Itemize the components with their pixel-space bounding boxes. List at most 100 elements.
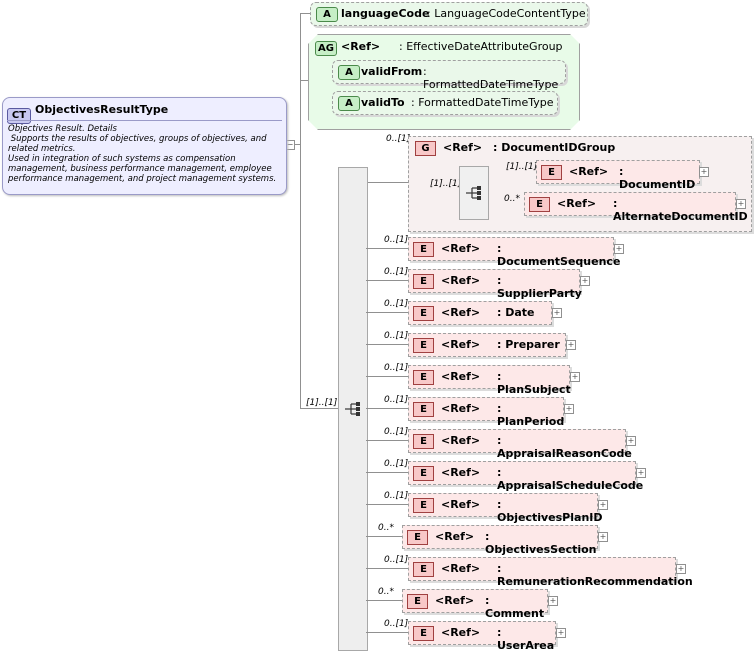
element-icon: E bbox=[407, 530, 428, 545]
choice-cardinality: [1]..[1] bbox=[430, 179, 462, 189]
attribute-icon: A bbox=[316, 7, 338, 22]
attribute-validfrom[interactable]: A validFrom : FormattedDateTimeType bbox=[332, 60, 566, 91]
doc-line: Supports the results of objectives, grou… bbox=[8, 134, 270, 154]
element-cardinality: 0..[1] bbox=[384, 395, 409, 405]
element-documentsequence[interactable]: E<Ref>: DocumentSequence bbox=[408, 237, 620, 268]
element-name: : AppraisalReasonCode bbox=[497, 434, 632, 460]
element-documentid[interactable]: E <Ref> : DocumentID bbox=[536, 160, 700, 191]
element-ref: <Ref> bbox=[441, 626, 481, 639]
connector-line bbox=[366, 376, 408, 377]
attribute-name: validTo bbox=[361, 96, 405, 109]
complex-type-documentation: Objectives Result. Details Supports the … bbox=[8, 124, 284, 184]
element-ref: <Ref> bbox=[441, 370, 481, 383]
expand-plus-icon[interactable]: + bbox=[548, 596, 558, 606]
expand-plus-icon[interactable]: + bbox=[552, 308, 562, 318]
connector-line bbox=[366, 632, 408, 633]
expand-plus-icon[interactable]: + bbox=[626, 436, 636, 446]
expand-plus-icon[interactable]: + bbox=[699, 167, 709, 177]
element-icon: E bbox=[413, 562, 434, 577]
complex-type-box[interactable]: CT ObjectivesResultType Objectives Resul… bbox=[2, 97, 287, 195]
element-name: : Date bbox=[497, 306, 535, 319]
element-ref: <Ref> bbox=[441, 562, 481, 575]
expand-plus-icon[interactable]: + bbox=[580, 276, 590, 286]
expand-plus-icon[interactable]: + bbox=[636, 468, 646, 478]
choice-compositor[interactable] bbox=[459, 166, 489, 220]
connector-line bbox=[366, 536, 402, 537]
element-cardinality: 0..[1] bbox=[384, 619, 409, 629]
attribute-icon: A bbox=[338, 65, 360, 80]
element-ref: <Ref> bbox=[441, 242, 481, 255]
element-appraisalreasoncode[interactable]: E<Ref>: AppraisalReasonCode bbox=[408, 429, 632, 460]
element-icon: E bbox=[413, 306, 434, 321]
element-name: : ObjectivesSection bbox=[485, 530, 597, 556]
element-ref: <Ref> bbox=[435, 594, 475, 607]
attribute-languagecode[interactable]: A languageCode : LanguageCodeContentType bbox=[310, 2, 588, 26]
element-preparer[interactable]: E<Ref>: Preparer bbox=[408, 333, 566, 357]
connector-line bbox=[366, 472, 408, 473]
element-alternatedocumentid[interactable]: E <Ref> : AlternateDocumentID bbox=[524, 192, 748, 223]
element-cardinality: 0..[1] bbox=[384, 459, 409, 469]
element-cardinality: 0..[1] bbox=[384, 491, 409, 501]
element-planperiod[interactable]: E<Ref>: PlanPeriod bbox=[408, 397, 564, 428]
element-name: : AlternateDocumentID bbox=[613, 197, 748, 223]
element-date[interactable]: E <Ref> : Date bbox=[408, 301, 552, 325]
connector-line bbox=[366, 440, 408, 441]
expand-plus-icon[interactable]: + bbox=[564, 404, 574, 414]
connector-line bbox=[300, 80, 308, 81]
connector-line bbox=[366, 312, 408, 313]
expand-plus-icon[interactable]: + bbox=[598, 500, 608, 510]
element-appraisalschedulecode[interactable]: E <Ref> : AppraisalScheduleCode bbox=[408, 461, 643, 492]
element-objectivessection[interactable]: E <Ref> : ObjectivesSection bbox=[402, 525, 598, 556]
group-icon: G bbox=[415, 141, 436, 156]
expand-plus-icon[interactable]: + bbox=[614, 244, 624, 254]
element-ref: <Ref> bbox=[441, 306, 481, 319]
attribute-validto[interactable]: A validTo : FormattedDateTimeType bbox=[332, 91, 558, 115]
expand-plus-icon[interactable]: + bbox=[566, 340, 576, 350]
element-name: : AppraisalScheduleCode bbox=[497, 466, 644, 492]
sequence-compositor[interactable] bbox=[338, 167, 368, 651]
element-supplierparty[interactable]: E<Ref>: SupplierParty bbox=[408, 269, 582, 300]
element-icon: E bbox=[413, 466, 434, 481]
element-cardinality: 0..[1] bbox=[384, 427, 409, 437]
element-icon: E bbox=[529, 197, 550, 212]
element-icon: E bbox=[413, 274, 434, 289]
element-name: : RemunerationRecommendation bbox=[497, 562, 693, 588]
connector-line bbox=[300, 408, 338, 409]
connector-line bbox=[366, 344, 408, 345]
doc-line: Objectives Result. Details bbox=[8, 124, 117, 134]
element-name: : UserArea bbox=[497, 626, 555, 652]
element-icon: E bbox=[413, 338, 434, 353]
element-comment[interactable]: E<Ref>: Comment bbox=[402, 589, 548, 620]
element-plansubject[interactable]: E<Ref>: PlanSubject bbox=[408, 365, 571, 396]
element-icon: E bbox=[413, 402, 434, 417]
sequence-cardinality: [1]..[1] bbox=[306, 398, 338, 408]
expand-plus-icon[interactable]: + bbox=[570, 372, 580, 382]
attribute-group-ref: <Ref> bbox=[341, 40, 381, 53]
expand-plus-icon[interactable]: + bbox=[736, 199, 746, 209]
attribute-type: : FormattedDateTimeType bbox=[411, 96, 554, 109]
element-cardinality: 0..[1] bbox=[384, 331, 409, 341]
element-ref: <Ref> bbox=[441, 434, 481, 447]
complex-type-name: ObjectivesResultType bbox=[35, 103, 169, 116]
element-name: : DocumentSequence bbox=[497, 242, 621, 268]
expand-plus-icon[interactable]: + bbox=[676, 564, 686, 574]
sequence-compositor-icon bbox=[345, 402, 360, 416]
element-icon: E bbox=[413, 498, 434, 513]
element-icon: E bbox=[413, 626, 434, 641]
element-remunerationrecommendation[interactable]: E <Ref> : RemunerationRecommendation bbox=[408, 557, 693, 588]
element-cardinality: 0..[1] bbox=[384, 363, 409, 373]
element-cardinality: 0..[1] bbox=[384, 235, 409, 245]
element-ref: <Ref> bbox=[435, 530, 475, 543]
expand-plus-icon[interactable]: + bbox=[598, 532, 608, 542]
element-name: : PlanSubject bbox=[497, 370, 571, 396]
element-userarea[interactable]: E <Ref> : UserArea bbox=[408, 621, 556, 652]
element-ref: <Ref> bbox=[441, 466, 481, 479]
group-cardinality: 0..[1] bbox=[386, 134, 411, 144]
group-ref: <Ref> bbox=[443, 141, 483, 154]
connector-line bbox=[366, 600, 402, 601]
element-icon: E bbox=[541, 165, 562, 180]
expand-plus-icon[interactable]: + bbox=[556, 628, 566, 638]
element-objectivesplanid[interactable]: E<Ref>: ObjectivesPlanID bbox=[408, 493, 603, 524]
element-cardinality: [1]..[1] bbox=[506, 162, 538, 172]
attribute-name: languageCode bbox=[341, 7, 430, 20]
